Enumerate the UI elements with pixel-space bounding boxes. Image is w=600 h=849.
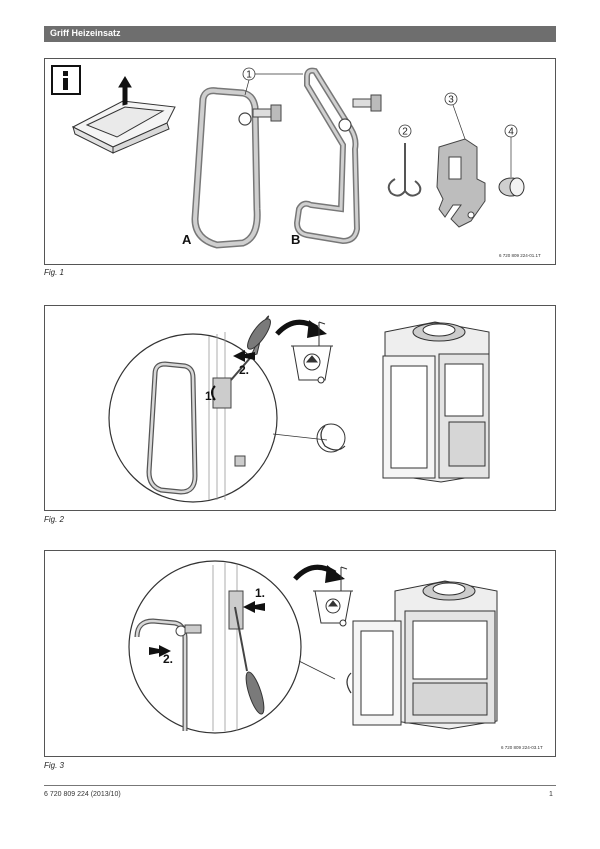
- figure-2: 2. 1.: [44, 305, 556, 511]
- callout-1: 1: [242, 67, 303, 96]
- arrow-curve-icon: [293, 564, 345, 583]
- figure-3-caption: Fig. 3: [44, 761, 65, 770]
- step-arrows: 1. 2.: [149, 586, 265, 666]
- box-up-arrow-icon: [71, 76, 176, 154]
- image-code: 6 720 809 224-01.1T: [499, 253, 541, 258]
- label-a: A: [182, 232, 192, 247]
- svg-text:4: 4: [508, 127, 514, 138]
- recycle-bin-icon: [291, 321, 333, 384]
- svg-text:1.: 1.: [255, 586, 265, 600]
- svg-text:2: 2: [402, 127, 408, 138]
- footer-divider: [44, 785, 556, 786]
- figure-2-caption: Fig. 2: [44, 515, 65, 524]
- handle-a-icon: [191, 87, 282, 249]
- figure-1-caption: Fig. 1: [44, 268, 65, 277]
- page-title: Griff Heizeinsatz: [50, 28, 121, 38]
- image-code: 6 720 809 224-03.1T: [501, 745, 543, 750]
- figure-3: 1. 2. 6 720 809 224-03: [44, 550, 556, 757]
- label-b: B: [291, 232, 300, 247]
- step-arrows: 2. 1.: [205, 350, 255, 403]
- magnify-circle-icon: [108, 332, 328, 503]
- figure-1: 1 2 3 4: [44, 58, 556, 265]
- header-bar: Griff Heizeinsatz: [44, 26, 556, 42]
- svg-text:2.: 2.: [163, 652, 173, 666]
- svg-text:1: 1: [246, 70, 252, 81]
- callout-3: 3: [444, 92, 458, 106]
- page-number: 1: [549, 791, 553, 798]
- callout-4: 4: [504, 124, 518, 138]
- footer-doc-number: 6 720 809 224 (2013/10): [44, 791, 121, 798]
- svg-text:2.: 2.: [239, 363, 249, 377]
- screwdriver-icon: [230, 315, 271, 381]
- recycle-bin-icon: [313, 566, 353, 627]
- svg-text:1.: 1.: [205, 389, 215, 403]
- callout-2: 2: [398, 124, 412, 138]
- handle-b-icon: [293, 67, 382, 245]
- svg-text:3: 3: [448, 95, 454, 106]
- info-icon: [51, 65, 81, 95]
- stove-insert-icon: [316, 321, 490, 483]
- arrow-curve-icon: [275, 319, 327, 338]
- stove-insert-icon: [346, 580, 498, 730]
- cap-icon: [498, 137, 525, 197]
- clip-icon: [387, 143, 422, 197]
- screwdriver-icon: [234, 606, 265, 715]
- latch-icon: [436, 104, 486, 228]
